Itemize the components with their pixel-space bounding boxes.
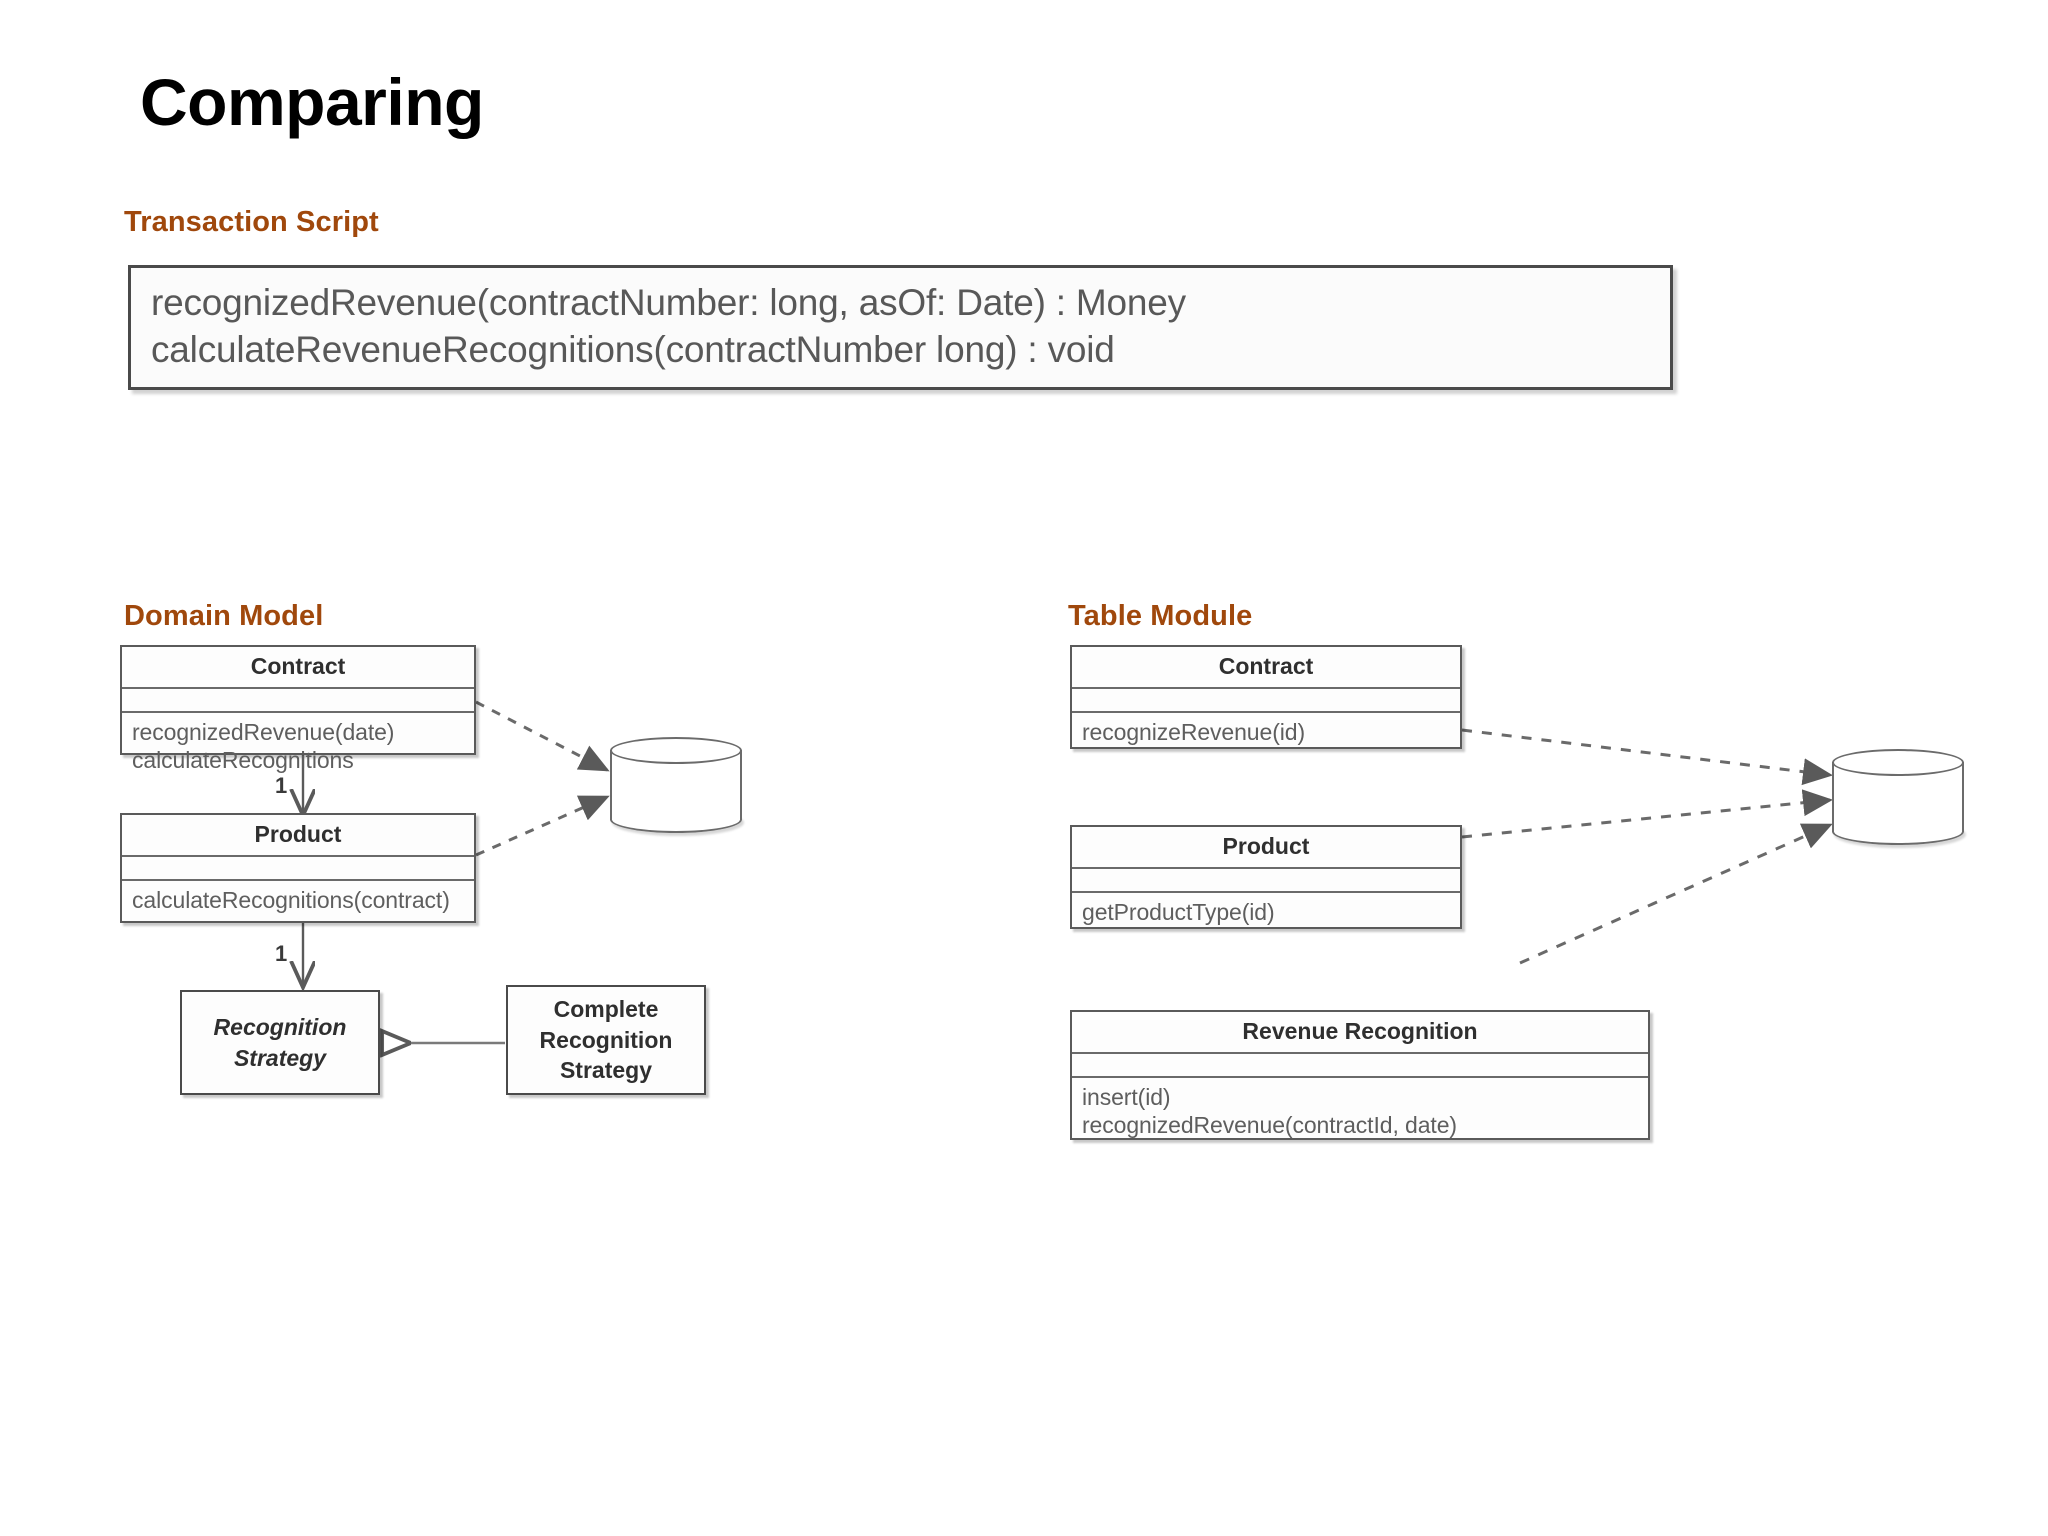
multiplicity-label: 1 [275, 941, 288, 966]
class-name: Contract [122, 647, 474, 689]
class-operation: calculateRecognitions [132, 747, 354, 774]
class-operation: recognizedRevenue(contractId, date) [1082, 1112, 1457, 1139]
section-heading-domain-model: Domain Model [124, 600, 324, 632]
class-operations-compartment: insert(id) recognizedRevenue(contractId,… [1072, 1078, 1648, 1145]
class-name-line: Recognition [539, 1026, 673, 1053]
table-class-revenue-recognition: Revenue Recognition insert(id) recognize… [1070, 1010, 1650, 1140]
class-name: Product [122, 815, 474, 857]
class-name-line: Strategy [559, 1057, 653, 1084]
transaction-script-signature-box: recognizedRevenue(contractNumber: long, … [128, 265, 1673, 390]
transaction-script-signature-line: recognizedRevenue(contractNumber: long, … [151, 282, 1186, 323]
product-to-database-dependency [475, 795, 610, 857]
class-attributes-compartment [1072, 869, 1460, 893]
section-heading-transaction-script: Transaction Script [124, 206, 379, 238]
class-operations-compartment: getProductType(id) [1072, 893, 1460, 932]
class-operations-compartment: recognizedRevenue(date) calculateRecogni… [122, 713, 474, 780]
class-attributes-compartment [122, 689, 474, 713]
domain-class-contract: Contract recognizedRevenue(date) calcula… [120, 645, 476, 773]
domain-class-complete-recognition-strategy: Complete Recognition Strategy [506, 985, 706, 1095]
class-attributes-compartment [1072, 1054, 1648, 1078]
class-name: Revenue Recognition [1072, 1012, 1648, 1054]
class-name-line: Strategy [233, 1044, 327, 1071]
class-name-label: Recognition Strategy [214, 1012, 347, 1073]
domain-class-recognition-strategy: Recognition Strategy [180, 990, 380, 1095]
class-operations-compartment: recognizeRevenue(id) [1072, 713, 1460, 752]
product-to-database-dependency [1461, 789, 1833, 839]
class-name-line: Recognition [213, 1014, 347, 1041]
class-attributes-compartment [1072, 689, 1460, 713]
class-operation: getProductType(id) [1082, 899, 1275, 925]
domain-model-diagram: Contract recognizedRevenue(date) calcula… [120, 645, 920, 1155]
multiplicity-label: 1 [275, 773, 288, 798]
contract-to-database-dependency [1461, 728, 1833, 786]
class-name-line: Complete [553, 996, 659, 1023]
section-heading-table-module: Table Module [1068, 600, 1253, 632]
class-attributes-compartment [122, 857, 474, 881]
class-operation: insert(id) [1082, 1084, 1171, 1110]
class-name: Contract [1072, 647, 1460, 689]
contract-to-database-dependency [475, 700, 610, 772]
class-operations-compartment: calculateRecognitions(contract) [122, 881, 474, 920]
table-module-database-icon [1832, 749, 1964, 845]
class-name-label: Complete Recognition Strategy [540, 994, 673, 1085]
table-module-diagram: Contract recognizeRevenue(id) Product ge… [1070, 645, 1964, 1175]
class-operation: calculateRecognitions(contract) [132, 887, 450, 913]
table-class-contract: Contract recognizeRevenue(id) [1070, 645, 1462, 749]
class-operation: recognizedRevenue(date) [132, 719, 395, 745]
class-name: Product [1072, 827, 1460, 869]
class-operation: recognizeRevenue(id) [1082, 719, 1306, 745]
table-class-product: Product getProductType(id) [1070, 825, 1462, 929]
domain-model-database-icon [610, 737, 742, 833]
transaction-script-signature-line: calculateRevenueRecognitions(contractNum… [151, 329, 1115, 371]
revenue-recognition-to-database-dependency [1519, 823, 1833, 965]
domain-class-product: Product calculateRecognitions(contract) [120, 813, 476, 923]
page-title: Comparing [140, 65, 484, 139]
